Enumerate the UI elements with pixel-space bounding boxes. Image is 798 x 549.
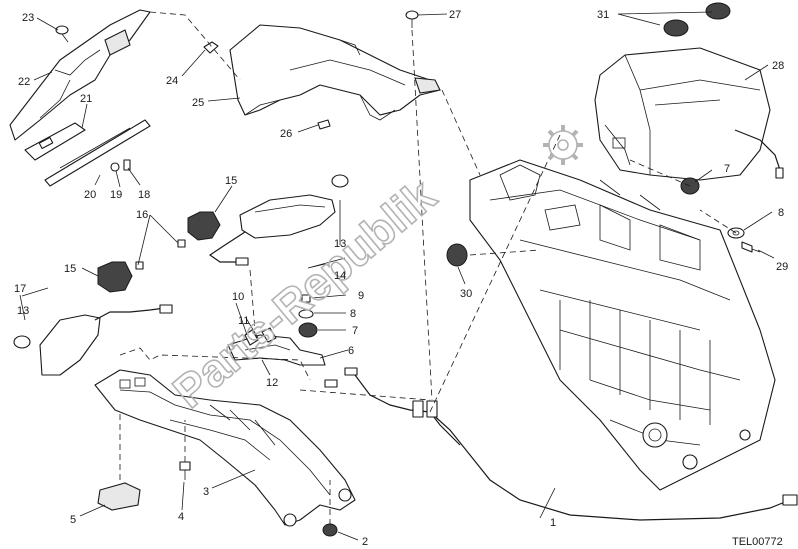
callout-9: 9 bbox=[358, 290, 364, 302]
callout-8-center: 8 bbox=[350, 308, 356, 320]
callout-15-left: 15 bbox=[64, 263, 76, 275]
rubber-plug-2 bbox=[705, 2, 731, 20]
grommet-15-right bbox=[187, 211, 221, 241]
screw-2 bbox=[322, 523, 338, 537]
callout-18: 18 bbox=[138, 189, 150, 201]
rear-support-3 bbox=[94, 369, 356, 527]
callout-13-left: 13 bbox=[17, 305, 29, 317]
callout-17: 17 bbox=[14, 283, 26, 295]
grommet-15-left bbox=[97, 261, 133, 293]
screw-27 bbox=[405, 10, 419, 28]
grommet-30 bbox=[446, 243, 468, 267]
callout-25: 25 bbox=[192, 97, 204, 109]
connector-pair bbox=[324, 367, 358, 388]
plate-light-21 bbox=[24, 122, 86, 161]
undertail-cover bbox=[594, 2, 784, 181]
light-clips-11 bbox=[244, 327, 277, 346]
callout-19: 19 bbox=[110, 189, 122, 201]
callout-labels: 23 22 21 20 19 18 24 25 26 27 31 28 7 8 … bbox=[14, 9, 788, 548]
grommet-7-center bbox=[298, 322, 318, 338]
screw-16 bbox=[135, 239, 186, 270]
callout-7-center: 7 bbox=[352, 325, 358, 337]
plate-bracket-20 bbox=[44, 119, 151, 187]
callout-29: 29 bbox=[776, 261, 788, 273]
callout-8-right: 8 bbox=[778, 207, 784, 219]
callout-13-right: 13 bbox=[334, 238, 346, 250]
turn-indicator-left bbox=[13, 304, 173, 376]
callout-6: 6 bbox=[348, 345, 354, 357]
callout-12: 12 bbox=[266, 377, 278, 389]
callout-26: 26 bbox=[280, 128, 292, 140]
washer-8-center bbox=[298, 309, 314, 319]
leader-lines bbox=[19, 11, 775, 541]
callout-2: 2 bbox=[362, 536, 368, 548]
screw-9 bbox=[301, 294, 311, 303]
turn-indicator-right bbox=[208, 174, 349, 266]
gear-icon bbox=[543, 125, 583, 165]
callout-7-right: 7 bbox=[724, 163, 730, 175]
callout-20: 20 bbox=[84, 189, 96, 201]
callout-22: 22 bbox=[18, 76, 30, 88]
rear-fender bbox=[229, 24, 441, 121]
callout-4: 4 bbox=[178, 511, 184, 523]
screw-4 bbox=[179, 461, 191, 480]
callout-15-right: 15 bbox=[225, 175, 237, 187]
callout-10: 10 bbox=[232, 291, 244, 303]
callout-1: 1 bbox=[550, 517, 556, 529]
nut-26 bbox=[317, 119, 331, 130]
callout-23: 23 bbox=[22, 12, 34, 24]
drawing-code: TEL00772 bbox=[732, 536, 783, 548]
nut-19 bbox=[110, 162, 120, 172]
number-plate-holder bbox=[9, 9, 151, 141]
callout-24: 24 bbox=[166, 75, 178, 87]
callout-14: 14 bbox=[334, 270, 346, 282]
callout-21: 21 bbox=[80, 93, 92, 105]
callout-27: 27 bbox=[449, 9, 461, 21]
callout-11: 11 bbox=[238, 315, 249, 327]
screw-29 bbox=[741, 241, 761, 253]
rubber-block-5 bbox=[97, 482, 141, 511]
callout-3: 3 bbox=[203, 486, 209, 498]
callout-16: 16 bbox=[136, 209, 148, 221]
assembly-dash-lines bbox=[119, 11, 737, 525]
rubber-plug-1 bbox=[663, 19, 689, 37]
callout-28: 28 bbox=[772, 60, 784, 72]
screw-23 bbox=[55, 25, 69, 43]
rear-subframe bbox=[469, 159, 776, 491]
screw-18 bbox=[123, 159, 131, 171]
callout-30: 30 bbox=[460, 288, 472, 300]
callout-31: 31 bbox=[597, 9, 609, 21]
callout-5: 5 bbox=[70, 514, 76, 526]
